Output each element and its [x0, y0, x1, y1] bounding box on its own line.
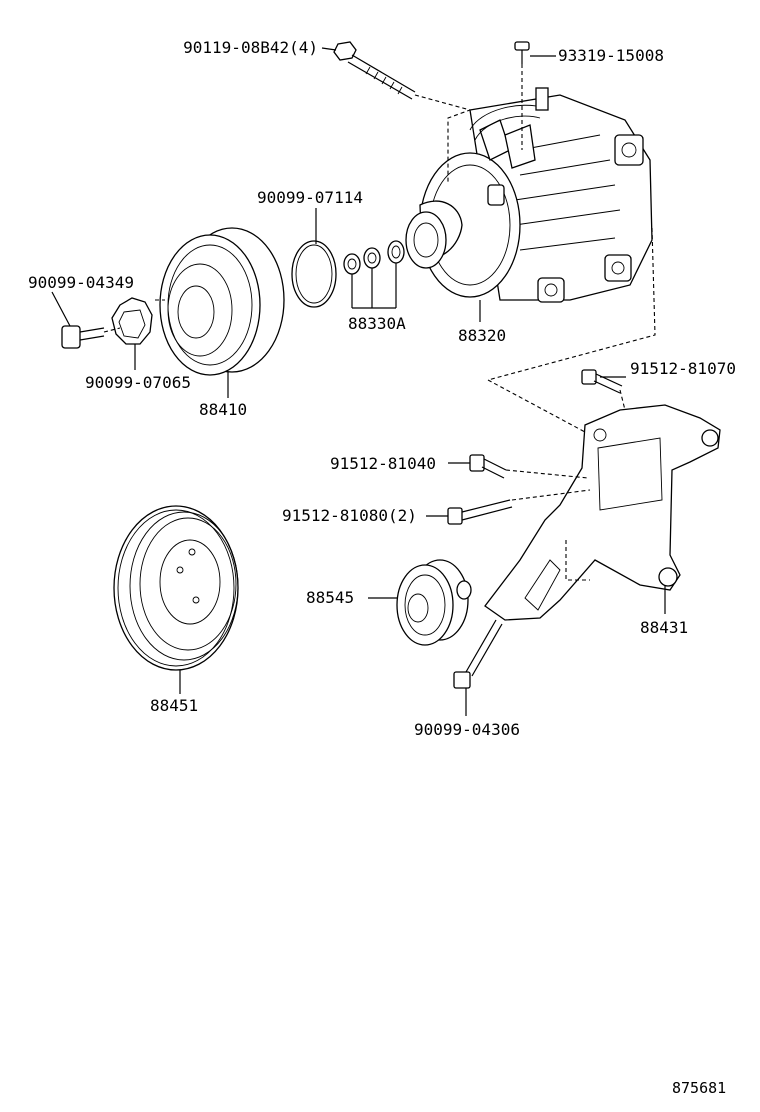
screw-top: [514, 41, 530, 64]
label-bolt-top: 90119-08B42(4): [183, 38, 318, 57]
washers: [343, 240, 405, 275]
idler-pulley: [396, 559, 472, 646]
label-bolt-idler: 90099-04306: [414, 720, 520, 739]
label-lock-plate: 90099-07065: [85, 373, 191, 392]
figure-number: 875681: [672, 1079, 726, 1097]
bolt-bracket-mid: [469, 454, 507, 479]
label-bolt-bracket-long: 91512-81080(2): [282, 506, 417, 525]
bolt-bracket-long: [447, 499, 513, 525]
assembly-lines: [103, 64, 656, 581]
label-bolt-bracket-top: 91512-81070: [630, 359, 736, 378]
part-labels: 90119-08B42(4) 93319-15008 90099-07114 9…: [28, 38, 736, 1097]
clutch-pulley: [159, 227, 285, 376]
label-bolt-bracket-mid: 91512-81040: [330, 454, 436, 473]
label-snap-ring: 90099-07114: [257, 188, 363, 207]
label-idler-pulley: 88545: [306, 588, 354, 607]
label-clutch-pulley: 88410: [199, 400, 247, 419]
label-screw-top: 93319-15008: [558, 46, 664, 65]
label-crank-pulley: 88451: [150, 696, 198, 715]
crank-pulley: [113, 505, 239, 671]
bolt-idler: [453, 619, 503, 689]
leader-lines: [51, 47, 666, 716]
snap-ring: [291, 240, 337, 308]
lock-plate: [111, 297, 153, 345]
bolt-clutch: [61, 325, 105, 349]
bracket: [484, 404, 721, 621]
bolt-bracket-top: [581, 369, 623, 394]
compressor: [405, 87, 653, 303]
label-compressor: 88320: [458, 326, 506, 345]
bolt-top: [333, 41, 416, 100]
label-bolt-clutch: 90099-04349: [28, 273, 134, 292]
label-washers: 88330A: [348, 314, 406, 333]
label-bracket: 88431: [640, 618, 688, 637]
